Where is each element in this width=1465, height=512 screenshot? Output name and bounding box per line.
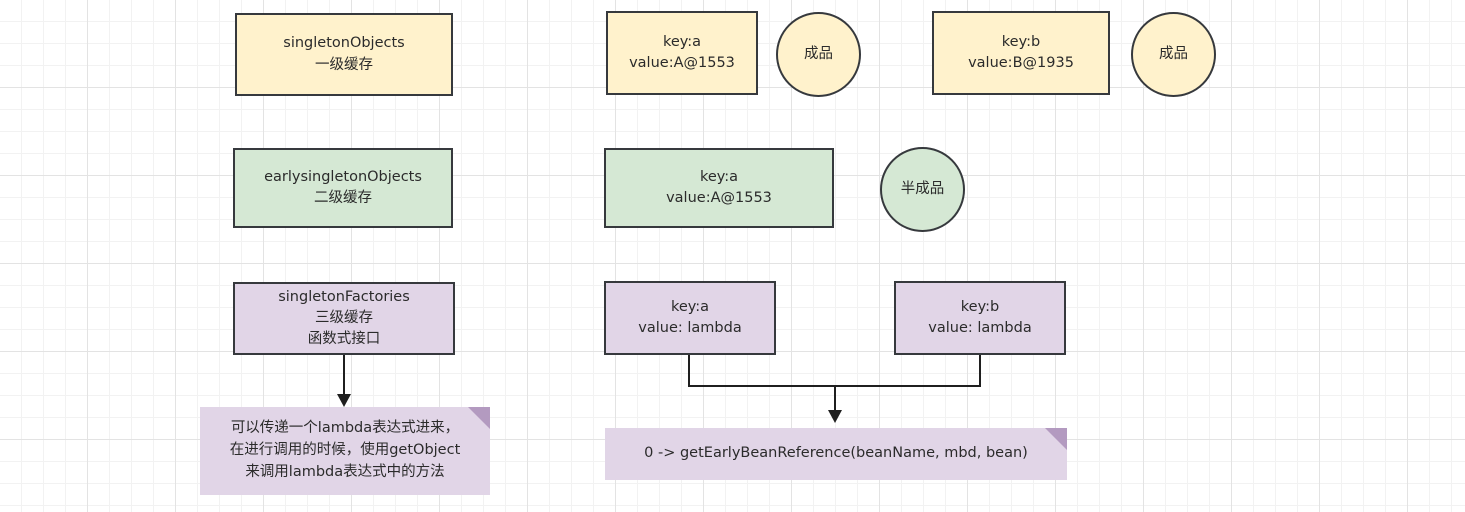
node-entry-l1-a-key: key:a: [662, 33, 702, 50]
node-singleton-objects-line1: singletonObjects: [283, 35, 405, 52]
node-entry-l3-b-value: value: lambda: [928, 320, 1032, 336]
badge-finished-a[interactable]: 成品: [776, 12, 861, 97]
node-entry-l2-a[interactable]: key:a value:A@1553: [604, 148, 834, 228]
arrowhead-factories-to-note: [337, 394, 351, 407]
node-early-singleton-objects[interactable]: earlysingletonObjects 二级缓存: [233, 148, 453, 228]
node-entry-l3-b-key: key:b: [960, 298, 1000, 315]
note-lambda-line2: 在进行调用的时候，使用getObject: [229, 442, 461, 459]
node-early-singleton-objects-line1: earlysingletonObjects: [264, 168, 422, 185]
edge-factories-to-note: [343, 355, 345, 397]
node-singleton-factories-line3: 函数式接口: [307, 331, 381, 347]
node-entry-l1-a-value: value:A@1553: [629, 55, 735, 71]
node-singleton-factories-line1: singletonFactories: [278, 288, 410, 305]
node-entry-l3-a-value: value: lambda: [638, 320, 742, 336]
note-early-bean-reference[interactable]: 0 -> getEarlyBeanReference(beanName, mbd…: [605, 428, 1067, 480]
note-fold-corner-icon: [468, 407, 490, 429]
badge-finished-b[interactable]: 成品: [1131, 12, 1216, 97]
node-entry-l1-b-key: key:b: [1001, 33, 1041, 50]
node-entry-l2-a-key: key:a: [699, 168, 739, 185]
node-entry-l3-b[interactable]: key:b value: lambda: [894, 281, 1066, 355]
badge-finished-a-label: 成品: [804, 45, 833, 62]
node-singleton-factories-line2: 三级缓存: [315, 309, 373, 326]
note-lambda-explanation[interactable]: 可以传递一个lambda表达式进来， 在进行调用的时候，使用getObject …: [200, 407, 490, 495]
node-entry-l1-b[interactable]: key:b value:B@1935: [932, 11, 1110, 95]
badge-semi-finished-label: 半成品: [900, 180, 945, 197]
note-fold-corner-icon-2: [1045, 428, 1067, 450]
node-singleton-factories[interactable]: singletonFactories 三级缓存 函数式接口: [233, 282, 455, 355]
node-entry-l2-a-value: value:A@1553: [666, 190, 772, 206]
note-lambda-line1: 可以传递一个lambda表达式进来，: [230, 420, 460, 437]
node-entry-l3-a[interactable]: key:a value: lambda: [604, 281, 776, 355]
edge-l3a-down: [688, 355, 690, 387]
node-entry-l1-a[interactable]: key:a value:A@1553: [606, 11, 758, 95]
node-early-singleton-objects-line2: 二级缓存: [314, 190, 372, 206]
note-early-bean-reference-text: 0 -> getEarlyBeanReference(beanName, mbd…: [644, 445, 1028, 462]
node-entry-l3-a-key: key:a: [670, 298, 710, 315]
arrowhead-join-to-note: [828, 410, 842, 423]
node-singleton-objects[interactable]: singletonObjects 一级缓存: [235, 13, 453, 96]
badge-finished-b-label: 成品: [1159, 45, 1188, 62]
node-entry-l1-b-value: value:B@1935: [968, 55, 1074, 71]
edge-join-to-note: [834, 385, 836, 413]
note-lambda-line3: 来调用lambda表达式中的方法: [245, 463, 445, 480]
edge-l3b-down: [979, 355, 981, 387]
badge-semi-finished[interactable]: 半成品: [880, 147, 965, 232]
node-singleton-objects-line2: 一级缓存: [315, 56, 373, 73]
